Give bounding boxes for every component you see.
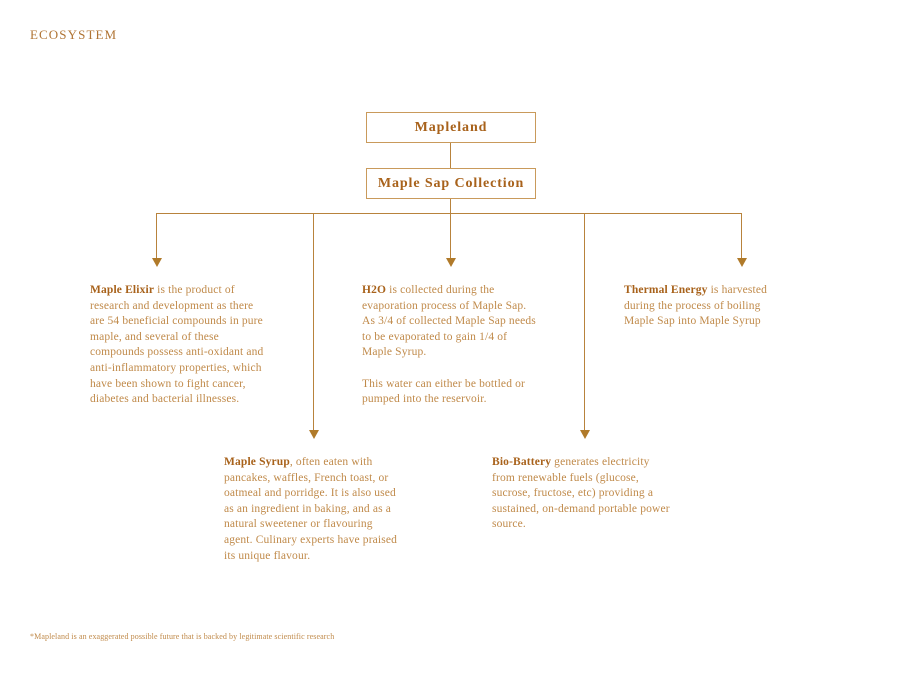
branch-lead-maple-syrup: Maple Syrup	[224, 456, 290, 468]
arrowhead-thermal-energy-icon	[737, 258, 747, 267]
branch-body-maple-syrup: , often eaten with pancakes, waffles, Fr…	[224, 456, 398, 562]
branch-body-thermal-energy: is harvested during the process of boili…	[624, 284, 767, 328]
branch-lead-thermal-energy: Thermal Energy	[624, 284, 708, 296]
branch-text-maple-syrup: Maple Syrup, often eaten with pancakes, …	[224, 455, 404, 564]
branch-body-maple-elixir: is the product of research and developme…	[90, 284, 264, 406]
footnote: *Mapleland is an exaggerated possible fu…	[30, 632, 335, 641]
branch-body-h2o: is collected during the evaporation proc…	[362, 284, 536, 359]
connector-stage-to-bus	[450, 199, 451, 214]
branch-text-maple-elixir: Maple Elixir is the product of research …	[90, 283, 270, 408]
connector-horizontal-bus	[156, 213, 741, 214]
connector-drop-maple-elixir	[156, 213, 157, 262]
arrowhead-h2o-icon	[446, 258, 456, 267]
branch-lead-bio-battery: Bio-Battery	[492, 456, 552, 468]
branch-body2-h2o: This water can either be bottled or pump…	[362, 377, 525, 406]
node-maple-sap-collection[interactable]: Maple Sap Collection	[366, 168, 536, 199]
branch-lead-h2o: H2O	[362, 284, 387, 296]
arrowhead-bio-battery-icon	[580, 430, 590, 439]
branch-text-h2o: H2O is collected during the evaporation …	[362, 283, 540, 408]
connector-drop-thermal-energy	[741, 213, 742, 262]
node-maple-sap-collection-label: Maple Sap Collection	[377, 175, 525, 191]
connector-drop-maple-syrup	[313, 213, 314, 434]
node-mapleland[interactable]: Mapleland	[366, 112, 536, 143]
branch-text-thermal-energy: Thermal Energy is harvested during the p…	[624, 283, 792, 330]
connector-root-to-stage	[450, 143, 451, 168]
branch-lead-maple-elixir: Maple Elixir	[90, 284, 155, 296]
branch-text-bio-battery: Bio-Battery generates electricity from r…	[492, 455, 672, 533]
arrowhead-maple-syrup-icon	[309, 430, 319, 439]
branch-body-bio-battery: generates electricity from renewable fue…	[492, 456, 670, 531]
page-title: ECOSYSTEM	[30, 27, 118, 42]
connector-drop-h2o	[450, 213, 451, 262]
arrowhead-maple-elixir-icon	[152, 258, 162, 267]
connector-drop-bio-battery	[584, 213, 585, 434]
node-mapleland-label: Mapleland	[414, 119, 488, 135]
